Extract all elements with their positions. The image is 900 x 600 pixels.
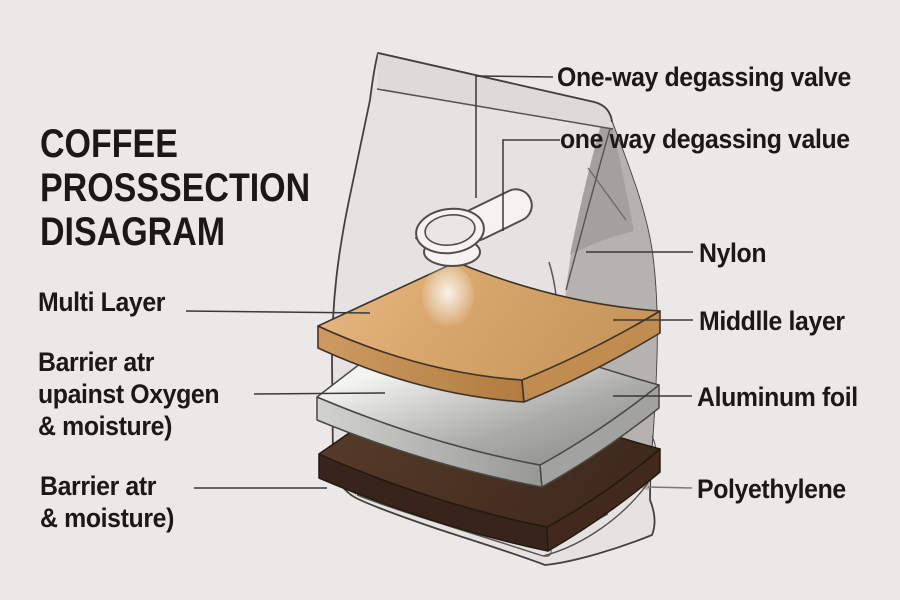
leader-multi-layer [185,310,371,314]
label-line: Aluminum foil [697,382,858,412]
label-polyethylene: Polyethylene [697,473,846,505]
leader-one-way-value [502,139,560,231]
label-one-way-valve: One-way degassing valve [557,61,851,93]
label-nylon: Nylon [699,237,767,269]
leader-polyethylene [647,486,693,489]
bag-seal-band [377,53,613,129]
title-line: DISAGRAM [40,210,226,254]
label-line: & moisture) [40,503,174,533]
bag-top-edge-line [377,52,613,123]
bag-seal-fold-line [376,88,614,130]
label-line: Polyethylene [697,474,846,504]
valve-ring-inner [424,214,476,246]
label-barrier-moisture: Barrier atr & moisture) [40,470,174,534]
label-line: one way degassing value [560,124,850,154]
middle-layer-top-face [317,261,661,381]
leader-lines [185,75,693,489]
bag-gusset-edge-line [565,121,613,291]
label-line: One-way degassing valve [557,62,851,92]
label-middle-layer: Middlle layer [699,305,845,337]
label-line: Middlle layer [699,306,845,336]
label-aluminum-foil: Aluminum foil [697,381,858,413]
leader-barrier-oxygen [253,392,386,395]
label-line: Barrier atr [38,347,155,377]
title-line: COFFEE [40,122,178,166]
label-line: Nylon [699,238,767,268]
bag-gusset-crease-line [587,167,627,221]
label-line: Multi Layer [38,287,166,317]
bag-gusset-dark-fold [570,124,634,255]
label-line: upainst Oxygen [38,379,220,409]
middle-layer-slab [317,261,661,403]
label-one-way-value: one way degassing value [560,123,850,155]
label-line: Barrier atr [40,471,157,501]
label-barrier-oxygen: Barrier atr upainst Oxygen & moisture) [38,346,220,442]
middle-layer-glare [422,264,474,328]
leader-one-way-valve [475,75,554,198]
label-multi-layer: Multi Layer [38,286,165,318]
degassing-valve-icon [415,188,533,267]
label-line: & moisture) [38,411,172,441]
page-title: COFFEE PROSSSECTION DISAGRAM [40,122,310,254]
title-line: PROSSSECTION [40,166,311,210]
